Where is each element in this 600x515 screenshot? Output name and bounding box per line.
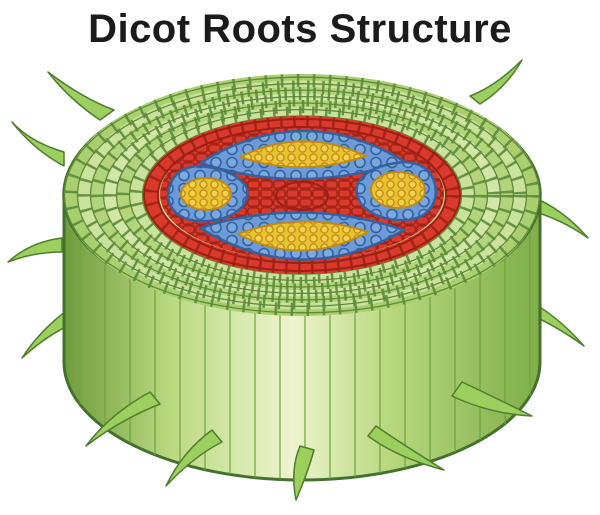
root-hair-icon <box>451 381 533 417</box>
red-cell-ring <box>143 116 461 274</box>
root-hair-icon <box>7 237 63 263</box>
root-hair-icon <box>293 445 315 501</box>
xylem-cluster-bottom <box>237 220 369 252</box>
xylem-cluster-right <box>370 171 426 209</box>
yellow-cell-clusters <box>180 140 426 252</box>
cylinder-body-striations <box>79 229 531 480</box>
root-hair-icon <box>469 59 523 105</box>
outer-cell-rings <box>63 74 541 316</box>
root-hair-icon <box>527 195 589 239</box>
cross-section-face <box>62 74 542 316</box>
diagram-title: Dicot Roots Structure <box>88 7 512 51</box>
root-hairs-front <box>85 381 533 501</box>
root-hair-icon <box>165 429 223 487</box>
xylem-cluster-left <box>180 177 232 211</box>
root-hair-icon <box>47 71 115 121</box>
xylem-cluster-top <box>239 140 367 169</box>
root-hair-icon <box>11 121 65 167</box>
root-hair-icon <box>85 391 161 447</box>
central-red-cluster <box>275 181 329 211</box>
root-hair-icon <box>367 425 445 471</box>
